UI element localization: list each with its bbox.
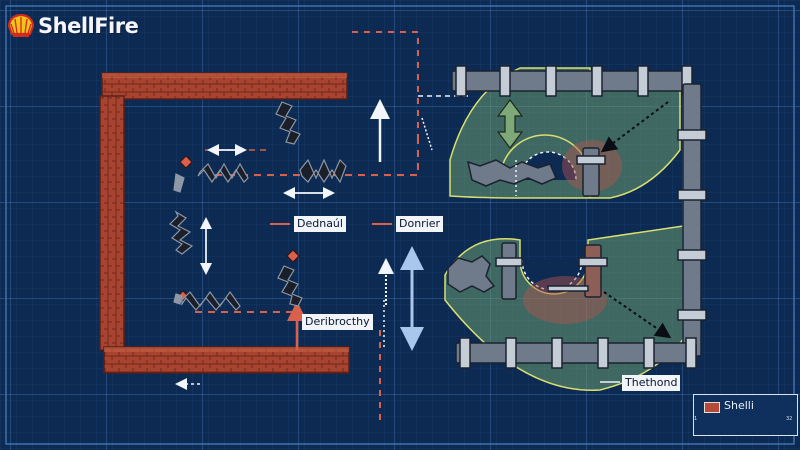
steel-wall-bottom — [455, 337, 697, 369]
game-logo: ShellFire — [8, 14, 139, 38]
guide-white-vert — [383, 160, 517, 350]
label-bottom-left: Deribrocthy — [302, 314, 373, 330]
label-top-right: Donrier — [396, 216, 444, 232]
brick-wall-bottom — [103, 346, 350, 374]
steel-wall-top — [451, 65, 693, 97]
movement-arrows — [175, 99, 433, 390]
brick-wall-left — [99, 95, 125, 351]
black-arrows — [600, 101, 672, 339]
logo-text: ShellFire — [38, 14, 139, 38]
label-bottom-right: Thethond — [622, 375, 681, 391]
shell-icon — [8, 14, 34, 37]
green-arrow-icon — [496, 99, 524, 149]
steel-barricades — [447, 147, 608, 300]
legend-label: Shelli — [724, 399, 754, 412]
scale-start: 1 — [694, 416, 698, 422]
zigzag-obstacles — [169, 101, 347, 311]
brick-swatch-icon — [704, 402, 720, 413]
label-top-left: Dednaúl — [294, 216, 346, 232]
guide-lines — [195, 31, 470, 420]
legend-panel: Shelli — [693, 394, 798, 436]
brick-wall-top — [101, 72, 348, 100]
scale-end: 32 — [786, 416, 793, 422]
